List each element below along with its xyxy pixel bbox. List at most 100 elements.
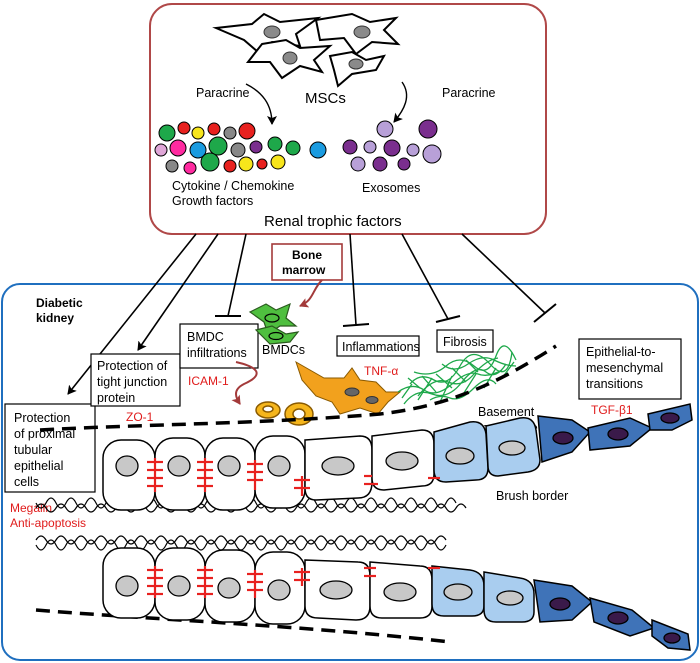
exosome-dot-icon <box>350 156 366 172</box>
paracrine-left-arrow <box>245 83 277 125</box>
exosome-dot-icon <box>342 139 358 155</box>
inflammation-box <box>336 335 420 357</box>
zo1-label: ZO-1 <box>126 410 154 424</box>
tgf-beta1-label: TGF-β1 <box>591 403 633 417</box>
cytokine-dot-icon <box>189 141 207 159</box>
nucleus-icon <box>607 427 629 441</box>
nucleus-icon <box>167 575 191 597</box>
tnf-alpha-label: TNF-α <box>364 364 398 378</box>
nucleus-icon <box>443 583 473 601</box>
proximal-protection-box <box>4 403 96 493</box>
exosome-dot-icon <box>422 144 442 164</box>
tight-junction-icon <box>364 566 376 578</box>
exosome-dot-icon <box>376 120 394 138</box>
cytokine-dot-icon <box>165 159 179 173</box>
tight-junction-box <box>90 353 181 407</box>
cytokine-dot-icon <box>158 124 176 142</box>
nucleus-icon <box>549 597 571 611</box>
nucleus-icon <box>383 582 417 602</box>
tight-junction-line-1: tight junction <box>97 375 167 389</box>
tight-junction-icon <box>294 476 310 496</box>
bone-marrow-box <box>271 243 343 281</box>
cytokine-label-line2: Growth factors <box>172 194 253 208</box>
bmdc-cell-icon <box>248 302 300 345</box>
emt-line-0: Epithelial-to- <box>586 345 655 359</box>
cytokine-dot-icon <box>223 159 237 173</box>
exosome-dot-icon <box>383 139 401 157</box>
cytokine-dot-icon <box>191 126 205 140</box>
cytokine-dot-icon <box>207 122 221 136</box>
diabetic-kidney-title-line2: kidney <box>36 311 74 325</box>
tight-junction-line-0: Protection of <box>97 359 168 373</box>
icam1-label: ICAM-1 <box>188 374 229 388</box>
msc-nucleus-icon <box>263 25 371 70</box>
exosome-dot-icon <box>418 119 438 139</box>
cytokine-dot-icon <box>223 126 237 140</box>
emt-box <box>578 338 682 400</box>
nucleus-icon <box>552 431 574 445</box>
tight-junctions <box>147 458 440 598</box>
diabetic-kidney-panel <box>1 283 699 661</box>
nucleus-row-bottom <box>115 575 681 644</box>
bmdc-infiltration-box <box>179 323 259 369</box>
exosome-dot-icon <box>372 156 388 172</box>
cytokine-cluster <box>154 121 327 175</box>
cytokine-dot-icon <box>238 122 256 140</box>
macrophage-nucleus-icon <box>344 387 379 404</box>
exosomes-label: Exosomes <box>362 181 420 195</box>
proximal-line-3: epithelial <box>14 459 63 473</box>
mscs-label: MSCs <box>305 90 346 107</box>
proximal-line-1: of proximal <box>14 427 75 441</box>
tight-junction-icon <box>294 568 310 586</box>
cytokine-dot-icon <box>169 139 187 157</box>
nucleus-icon <box>167 455 191 477</box>
tight-junction-icon <box>197 566 213 598</box>
tight-junction-icon <box>364 474 378 486</box>
proximal-line-2: tubular <box>14 443 52 457</box>
nucleus-row-top <box>115 412 680 477</box>
cytokine-dot-icon <box>154 143 168 157</box>
exosome-cluster <box>342 119 442 172</box>
basement-membrane-bottom <box>35 608 451 644</box>
inhibition-bars <box>215 303 557 327</box>
emt-line-2: transitions <box>586 377 643 391</box>
proximal-line-4: cells <box>14 475 39 489</box>
cytokine-dot-icon <box>238 156 254 172</box>
proximal-line-0: Protection <box>14 411 70 425</box>
bmdc-line-0: BMDC <box>187 330 224 344</box>
cytokine-dot-icon <box>200 152 220 172</box>
fibrosis-strand-icon <box>397 345 517 405</box>
cytokine-dot-icon <box>230 142 246 158</box>
basement-membrane-top <box>39 344 557 432</box>
nucleus-icon <box>498 440 526 456</box>
bone-marrow-label-line1: Bone <box>292 248 322 262</box>
nucleus-icon <box>663 632 681 644</box>
nucleus-icon <box>267 579 291 601</box>
cytokine-dot-icon <box>249 140 263 154</box>
nucleus-icon <box>217 455 241 477</box>
tight-junction-icon <box>197 458 213 492</box>
tight-junction-icon <box>247 460 263 490</box>
epithelial-row-bottom <box>102 547 691 651</box>
exosome-dot-icon <box>397 157 411 171</box>
trophic-effect-lines <box>67 233 546 395</box>
cytokine-label-line1: Cytokine / Chemokine <box>172 179 294 193</box>
bmdc-nucleus-icon <box>264 313 284 341</box>
cytokine-dot-icon <box>309 141 327 159</box>
tight-junction-icon <box>247 570 263 598</box>
nucleus-icon <box>385 451 419 471</box>
tight-junction-icon <box>147 566 163 598</box>
inflammation-line-0: Inflammations <box>342 340 420 354</box>
tight-junction-icon <box>147 458 163 492</box>
paracrine-left-label: Paracrine <box>196 86 250 100</box>
nucleus-icon <box>445 447 475 465</box>
exosome-dot-icon <box>363 140 377 154</box>
nucleus-icon <box>607 611 629 625</box>
bone-marrow-arrow <box>299 279 323 308</box>
bmdcs-label: BMDCs <box>262 343 305 357</box>
paracrine-right-label: Paracrine <box>442 86 496 100</box>
fibrosis-line-0: Fibrosis <box>443 335 487 349</box>
cytokine-dot-icon <box>183 161 197 175</box>
emt-line-1: mesenchymal <box>586 361 663 375</box>
